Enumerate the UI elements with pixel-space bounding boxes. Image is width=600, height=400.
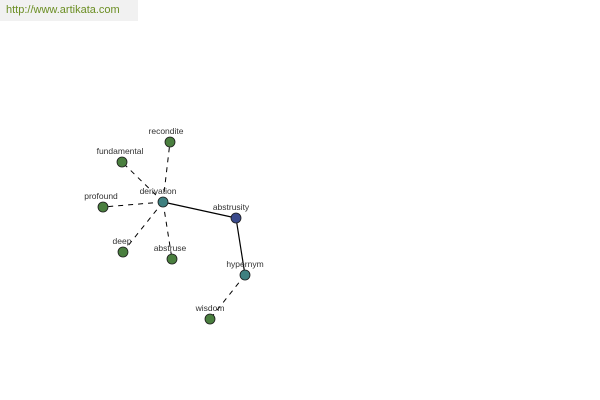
node-wisdom[interactable]: wisdom <box>195 303 225 325</box>
node-label-wisdom: wisdom <box>195 303 225 313</box>
node-marker-hypernym[interactable] <box>239 269 251 281</box>
nodes-layer: abstrusity derivation hypernym recondite fun… <box>84 126 264 325</box>
node-label-derivation: derivation <box>140 186 177 196</box>
node-label-fundamental: fundamental <box>97 146 144 156</box>
node-profound[interactable]: profound <box>84 191 118 213</box>
node-label-recondite: recondite <box>149 126 184 136</box>
node-derivation[interactable]: derivation <box>140 186 177 208</box>
node-marker-recondite[interactable] <box>164 136 176 148</box>
node-label-deep: deep <box>113 236 132 246</box>
node-marker-deep[interactable] <box>117 246 129 258</box>
node-label-abstrusity: abstrusity <box>213 202 250 212</box>
node-recondite[interactable]: recondite <box>149 126 184 148</box>
edge-abstrusity-hypernym <box>235 217 246 276</box>
node-marker-fundamental[interactable] <box>116 156 128 168</box>
edge-abstrusity-derivation <box>162 201 237 219</box>
node-marker-abstruse[interactable] <box>166 253 178 265</box>
node-abstrusity[interactable]: abstrusity <box>213 202 250 224</box>
edges-layer <box>102 141 246 320</box>
node-marker-wisdom[interactable] <box>204 313 216 325</box>
node-marker-derivation[interactable] <box>157 196 169 208</box>
node-marker-abstrusity[interactable] <box>230 212 242 224</box>
node-deep[interactable]: deep <box>113 236 132 258</box>
node-fundamental[interactable]: fundamental <box>97 146 144 168</box>
node-label-profound: profound <box>84 191 118 201</box>
node-abstruse[interactable]: abstruse <box>154 243 187 265</box>
edge-derivation-recondite <box>162 141 171 203</box>
node-hypernym[interactable]: hypernym <box>226 259 264 281</box>
node-label-abstruse: abstruse <box>154 243 187 253</box>
node-marker-profound[interactable] <box>97 201 109 213</box>
edge-derivation-profound <box>102 201 164 208</box>
node-label-hypernym: hypernym <box>226 259 263 269</box>
artikata-url-watermark[interactable]: http://www.artikata.com <box>0 0 138 21</box>
edge-derivation-deep <box>122 201 164 253</box>
edge-derivation-fundamental <box>121 161 164 203</box>
